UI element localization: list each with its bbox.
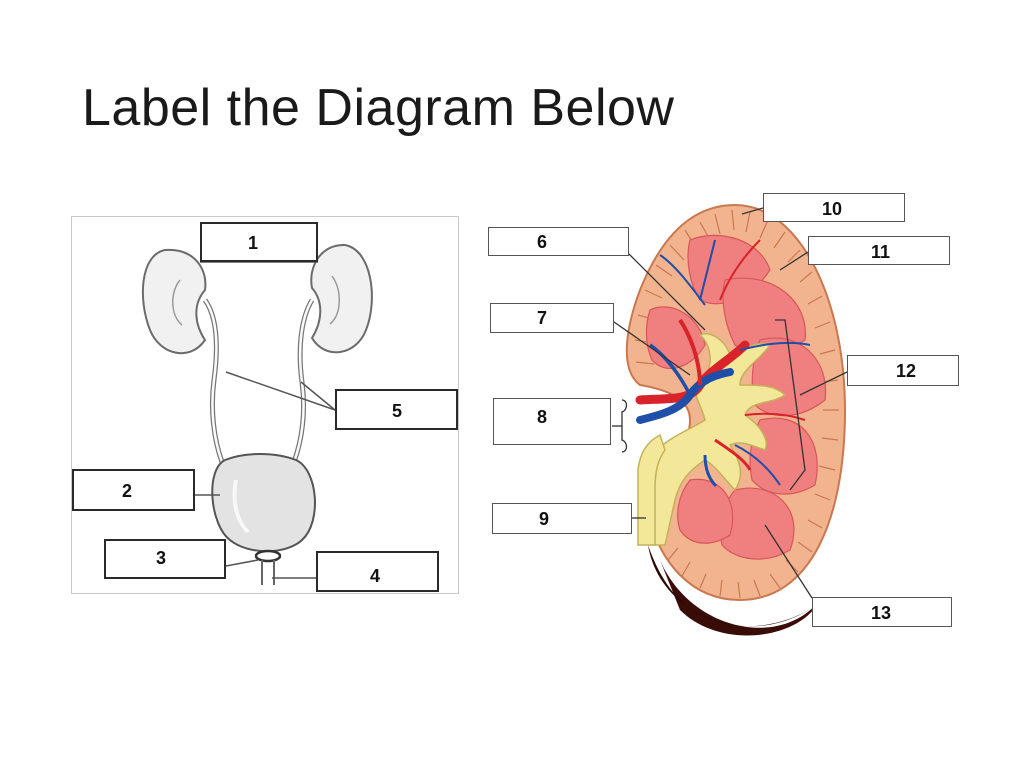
right-kidney [310, 243, 373, 354]
label-number: 3 [156, 548, 167, 568]
label-number: 12 [896, 361, 917, 381]
label-number: 6 [537, 232, 548, 252]
label-number: 8 [537, 407, 548, 427]
label-box-1[interactable]: 1 [200, 222, 318, 262]
label-box-2[interactable]: 2 [72, 469, 195, 511]
label-box-13[interactable]: 13 [812, 597, 952, 627]
slide-title: Label the Diagram Below [82, 79, 675, 137]
left-kidney [141, 248, 207, 355]
kidney-cross-section [612, 203, 848, 636]
interlobar-vessels [659, 239, 811, 486]
label-box-10[interactable]: 10 [763, 193, 905, 222]
bladder [211, 453, 316, 553]
label-box-8[interactable]: 8 [493, 398, 611, 445]
label-box-12[interactable]: 12 [847, 355, 959, 386]
label-box-7[interactable]: 7 [490, 303, 614, 333]
label-box-11[interactable]: 11 [808, 236, 950, 265]
label-number: 2 [122, 481, 133, 501]
renal-capsule-shadow [660, 560, 820, 636]
label-number: 11 [871, 242, 891, 262]
label-number: 7 [537, 308, 548, 328]
label-number: 4 [370, 566, 381, 586]
label-box-6[interactable]: 6 [488, 227, 629, 256]
label-number: 1 [248, 233, 259, 253]
label-number: 5 [392, 401, 403, 421]
label-box-3[interactable]: 3 [104, 539, 226, 579]
label-box-5[interactable]: 5 [335, 389, 458, 430]
label-number: 13 [871, 603, 892, 623]
urethral-sphincter [254, 549, 282, 563]
urethra [261, 560, 275, 585]
label-box-4[interactable]: 4 [316, 551, 439, 592]
urinary-system-drawing [141, 243, 373, 585]
medullary-pyramids [645, 234, 827, 560]
label-number: 9 [539, 509, 550, 529]
label-number: 10 [822, 199, 843, 219]
label-box-9[interactable]: 9 [492, 503, 632, 534]
